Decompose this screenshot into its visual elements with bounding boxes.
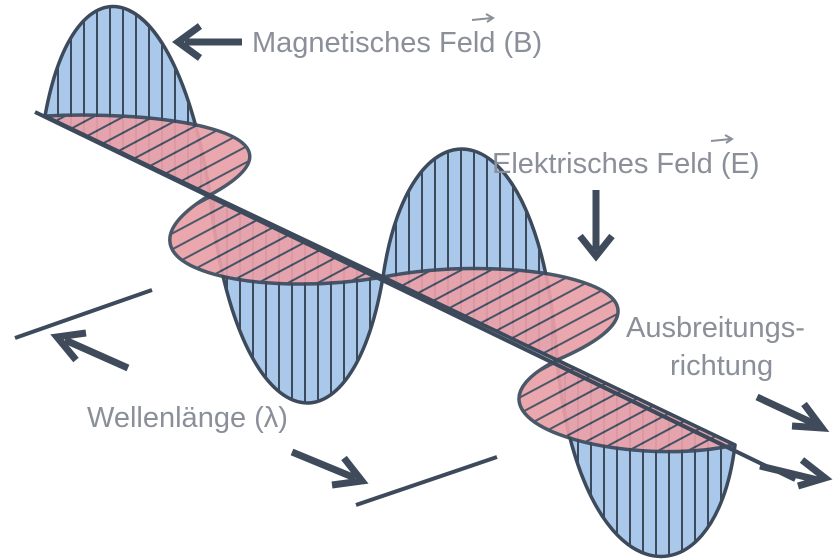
propagation-label-line2: richtung [670, 350, 773, 382]
electric-field-label: Elektrisches Feld (E) [492, 148, 760, 180]
propagation-label-line1: Ausbreitungs- [626, 312, 805, 344]
wavelength-end-line [356, 457, 497, 505]
arrow-right-icon [292, 452, 362, 485]
magnetic-field-annotation: Magnetisches Feld (B) [178, 14, 542, 59]
arrow-left-icon [57, 333, 128, 368]
arrow-right-icon [760, 460, 825, 486]
vector-arrow-icon [472, 14, 493, 22]
vector-arrow-icon [711, 135, 732, 143]
arrow-down-icon [580, 190, 612, 256]
arrow-left-icon [178, 26, 242, 58]
arrow-right-icon [757, 397, 822, 428]
magnetic-field-label: Magnetisches Feld (B) [252, 27, 542, 59]
wavelength-label: Wellenlänge (λ) [87, 402, 288, 434]
